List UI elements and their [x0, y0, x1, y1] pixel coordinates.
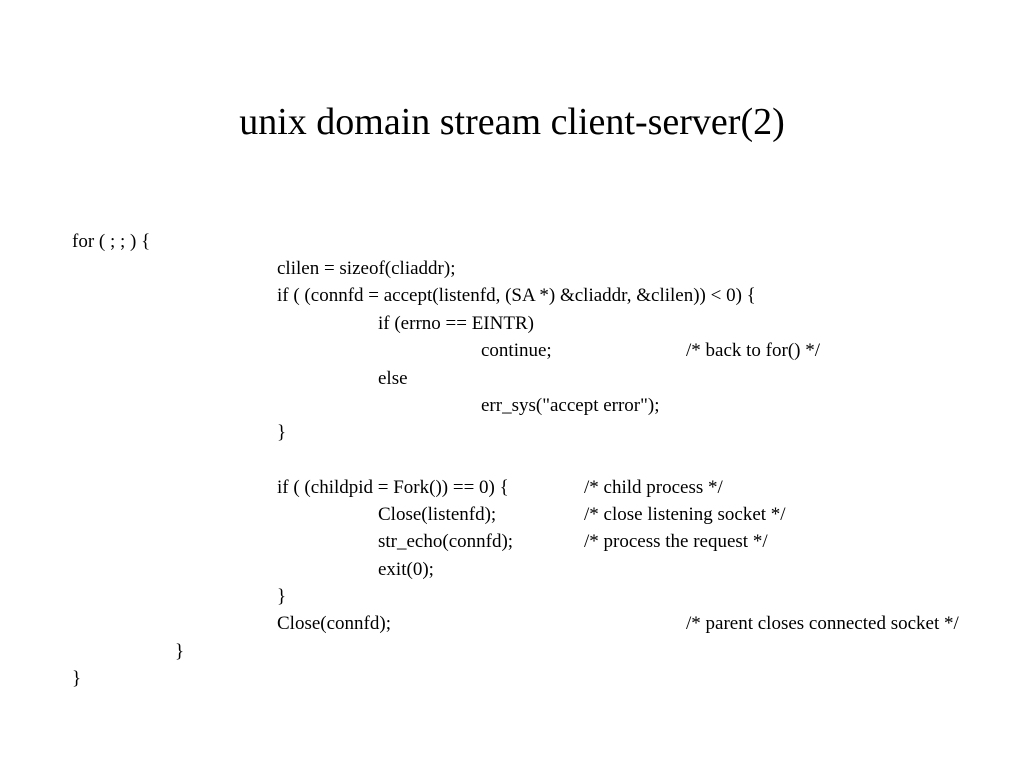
code-line: exit(0);: [378, 559, 434, 580]
code-comment: /* parent closes connected socket */: [686, 613, 959, 634]
code-line: else: [378, 368, 408, 389]
code-line: for ( ; ; ) {: [72, 231, 151, 252]
code-line: }: [277, 422, 287, 443]
code-line: }: [175, 641, 185, 662]
code-comment: /* process the request */: [584, 531, 768, 552]
code-line: }: [277, 586, 287, 607]
code-line: if ( (childpid = Fork()) == 0) {: [277, 477, 509, 498]
code-line: str_echo(connfd);: [378, 531, 514, 552]
code-line: err_sys("accept error");: [481, 395, 660, 416]
code-line: if ( (connfd = accept(listenfd, (SA *) &…: [277, 285, 756, 306]
code-comment: /* back to for() */: [686, 340, 821, 361]
code-line: Close(connfd);: [277, 613, 391, 634]
code-line: }: [72, 668, 82, 689]
slide-title: unix domain stream client-server(2): [239, 101, 785, 143]
code-line: continue;: [481, 340, 552, 361]
code-line: Close(listenfd);: [378, 504, 497, 525]
code-comment: /* child process */: [584, 477, 723, 498]
code-comment: /* close listening socket */: [584, 504, 786, 525]
code-line: if (errno == EINTR): [378, 313, 534, 334]
code-line: clilen = sizeof(cliaddr);: [277, 258, 456, 279]
